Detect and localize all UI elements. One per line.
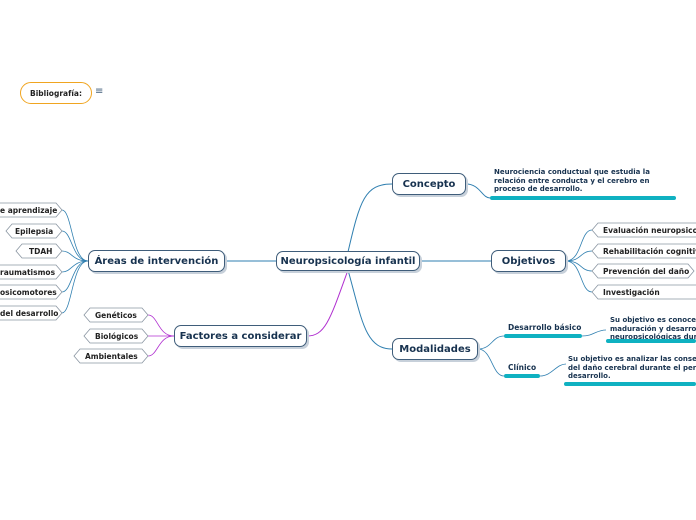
objetivo-item-label: Prevención del daño [603, 267, 690, 276]
area-item-label: TDAH [29, 247, 53, 256]
branch-factores[interactable]: Factores a considerar [174, 325, 307, 347]
concepto-note-bar [490, 196, 676, 200]
objetivo-item-label: Rehabilitación cognitiva [603, 247, 696, 256]
area-item-label: Epilepsia [15, 227, 54, 236]
objetivo-item[interactable]: Prevención del daño [603, 267, 689, 276]
clinico-note-line: Su objetivo es analizar las conse [568, 355, 696, 363]
factor-item[interactable]: Ambientales [85, 352, 138, 361]
concepto-note-line: relación entre conducta y el cerebro en [494, 176, 650, 185]
branch-modalidades[interactable]: Modalidades [392, 338, 478, 360]
branch-areas[interactable]: Áreas de intervención [88, 250, 225, 272]
factores-label: Factores a considerar [179, 330, 302, 342]
factor-item-label: Genéticos [95, 311, 137, 320]
objetivo-item[interactable]: Investigación [603, 288, 660, 297]
desarrollo-basico-note[interactable]: Su objetivo es conocer maduración y desa… [610, 316, 696, 342]
bibliography-node[interactable]: Bibliografía: [20, 82, 92, 104]
desarrollo-basico-note-line: Su objetivo es conocer [610, 316, 696, 324]
factor-item-label: Ambientales [85, 352, 138, 361]
objetivos-label: Objetivos [501, 255, 556, 267]
area-item-label: del desarrollo [0, 309, 59, 318]
clinico-note-line: del daño cerebral durante el peri [568, 363, 696, 372]
root-label: Neuropsicología infantil [280, 255, 416, 267]
area-item[interactable]: raumatismos [0, 268, 55, 277]
modalidad-label: Desarrollo básico [508, 323, 582, 332]
area-item-label: osicomotores [0, 288, 57, 297]
concepto-note-line: proceso de desarrollo. [494, 185, 583, 193]
area-item[interactable]: osicomotores [0, 288, 57, 297]
root-node[interactable]: Neuropsicología infantil [276, 251, 420, 271]
modalidad-desarrollo-basico[interactable]: Desarrollo básico [508, 323, 581, 332]
modalidades-label: Modalidades [399, 343, 471, 355]
areas-label: Áreas de intervención [94, 255, 219, 267]
concepto-label: Concepto [402, 178, 456, 190]
objetivo-item-label: Investigación [603, 288, 660, 297]
branch-concepto[interactable]: Concepto [392, 173, 466, 195]
clinico-bar [504, 374, 540, 378]
factor-item[interactable]: Biológicos [95, 332, 138, 341]
desarrollo-basico-note-bar [606, 339, 696, 343]
clinico-note-line: desarrollo. [568, 372, 611, 380]
area-item[interactable]: del desarrollo [0, 309, 58, 318]
area-item-label: raumatismos [0, 268, 56, 277]
modalidad-clinico[interactable]: Clínico [508, 363, 536, 372]
branch-objetivos[interactable]: Objetivos [491, 250, 566, 272]
clinico-note[interactable]: Su objetivo es analizar las conse del da… [568, 355, 696, 381]
desarrollo-basico-note-line: maduración y desarro [610, 324, 696, 333]
clinico-note-bar [564, 382, 696, 386]
concepto-note[interactable]: Neurociencia conductual que estudia la r… [494, 168, 650, 194]
area-item[interactable]: Epilepsia [15, 227, 53, 236]
desarrollo-basico-note-line: neuropsicológicas dur [610, 333, 696, 341]
modalidad-label: Clínico [508, 363, 537, 372]
desarrollo-basico-bar [504, 334, 582, 338]
factor-item[interactable]: Genéticos [95, 311, 137, 320]
area-item-label: e aprendizaje [0, 206, 58, 215]
objetivo-item[interactable]: Rehabilitación cognitiva [603, 247, 696, 256]
menu-lines-icon[interactable]: ≡ [95, 86, 104, 97]
concepto-note-line: Neurociencia conductual que estudia la [494, 168, 650, 176]
objetivo-item-label: Evaluación neuropsicoló [603, 226, 696, 235]
area-item[interactable]: e aprendizaje [0, 206, 57, 215]
factor-item-label: Biológicos [95, 332, 139, 341]
objetivo-item[interactable]: Evaluación neuropsicoló [603, 226, 696, 235]
bibliography-label: Bibliografía: [30, 88, 82, 98]
area-item[interactable]: TDAH [29, 247, 52, 256]
